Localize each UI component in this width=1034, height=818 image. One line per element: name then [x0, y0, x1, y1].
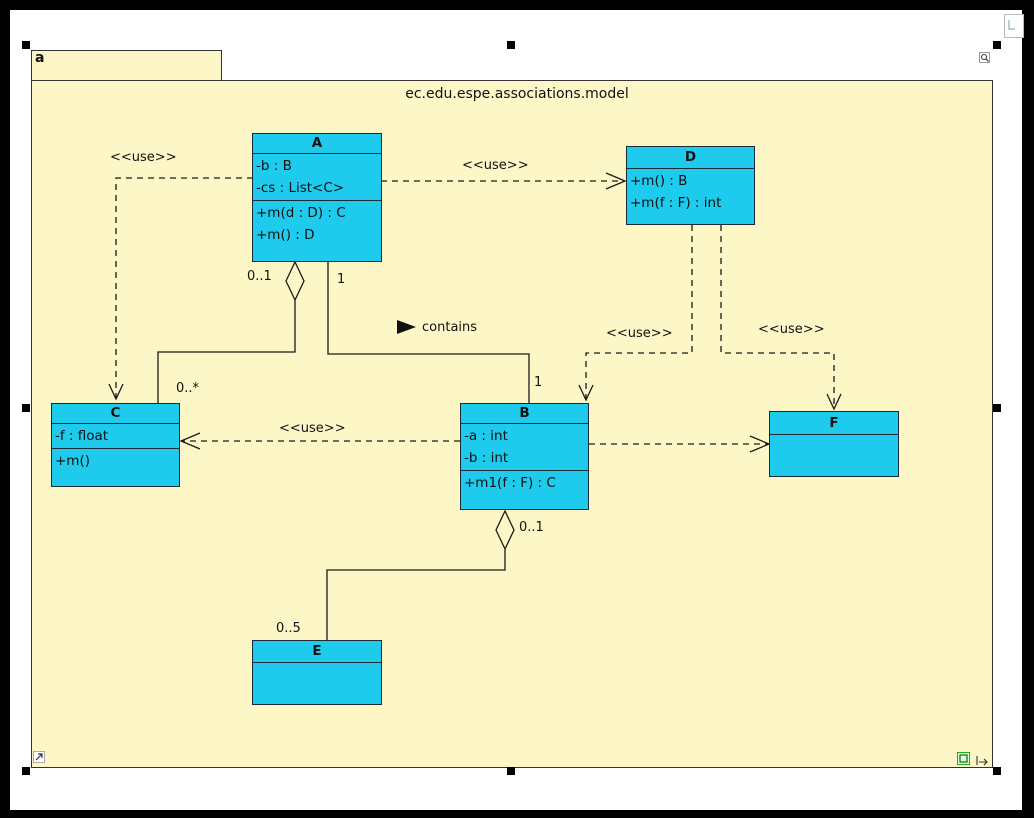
resize-handle-middle-left[interactable] [22, 404, 30, 412]
class-b-operations: +m1(f : F) : C [461, 471, 588, 495]
class-a[interactable]: A -b : B -cs : List<C> +m(d : D) : C +m(… [252, 133, 382, 262]
attribute: -b : B [256, 158, 292, 174]
class-e-body [253, 663, 381, 673]
package-tab[interactable]: a [31, 50, 222, 80]
resize-handle-top-left[interactable] [22, 41, 30, 49]
aggregation-line-a-c [157, 300, 296, 403]
multiplicity-b: 1 [534, 375, 543, 390]
use-line-d-b [585, 225, 693, 399]
class-f[interactable]: F [769, 411, 899, 477]
use-line-d-f [720, 225, 835, 408]
attribute: -a : int [464, 428, 508, 444]
use-arrowhead-d-f [826, 393, 842, 411]
link-arrow-icon[interactable] [33, 751, 45, 763]
aggregation-diamond-b [495, 509, 515, 551]
class-d-name: D [627, 147, 754, 169]
fit-icon[interactable] [957, 752, 970, 765]
use-label-a-d: <<use>> [462, 158, 529, 173]
use-label-d-b: <<use>> [606, 326, 673, 341]
resize-handle-top-center[interactable] [507, 41, 515, 49]
association-line-a-b [327, 262, 530, 403]
resize-handle-middle-right[interactable] [993, 404, 1001, 412]
resize-handle-bottom-left[interactable] [22, 767, 30, 775]
class-e-name: E [253, 641, 381, 663]
use-label-d-f: <<use>> [758, 322, 825, 337]
class-b[interactable]: B -a : int -b : int +m1(f : F) : C [460, 403, 589, 510]
class-d-operations: +m() : B +m(f : F) : int [627, 169, 754, 215]
class-a-operations: +m(d : D) : C +m() : D [253, 201, 381, 247]
class-b-attributes: -a : int -b : int [461, 424, 588, 471]
resize-handle-bottom-center[interactable] [507, 767, 515, 775]
multiplicity-b-aggregation: 0..1 [519, 520, 544, 535]
operation: +m() [55, 453, 90, 469]
use-arrowhead-d-b [578, 384, 594, 402]
class-c-name: C [52, 404, 179, 424]
class-d[interactable]: D +m() : B +m(f : F) : int [626, 146, 755, 225]
package-tab-label: a [35, 50, 45, 66]
multiplicity-a-aggregation: 0..1 [247, 269, 272, 284]
use-line-a-c [115, 177, 253, 398]
operation: +m() : B [630, 173, 688, 189]
use-arrowhead-a-c [108, 383, 124, 401]
attribute: -f : float [55, 428, 109, 444]
multiplicity-e: 0..5 [276, 621, 301, 636]
use-arrowhead-b-c [179, 432, 201, 450]
attribute: -cs : List<C> [256, 180, 345, 196]
class-c[interactable]: C -f : float +m() [51, 403, 180, 487]
class-a-name: A [253, 134, 381, 154]
contains-label: contains [422, 320, 478, 335]
package-name: ec.edu.espe.associations.model [405, 86, 629, 102]
operation: +m(d : D) : C [256, 205, 346, 221]
class-c-operations: +m() [52, 449, 179, 473]
operation: +m1(f : F) : C [464, 475, 556, 491]
aggregation-diamond-a [285, 260, 305, 302]
multiplicity-c: 0..* [176, 381, 200, 396]
resize-grip-icon[interactable] [975, 752, 989, 766]
operation: +m() : D [256, 227, 315, 243]
class-f-body [770, 435, 898, 445]
class-c-attributes: -f : float [52, 424, 179, 449]
resize-handle-bottom-right[interactable] [993, 767, 1001, 775]
class-a-attributes: -b : B -cs : List<C> [253, 154, 381, 201]
multiplicity-a-association: 1 [337, 272, 346, 287]
class-b-name: B [461, 404, 588, 424]
document-icon[interactable] [1004, 14, 1024, 38]
use-arrowhead-a-d [605, 172, 627, 190]
class-e[interactable]: E [252, 640, 382, 705]
attribute: -b : int [464, 450, 509, 466]
aggregation-line-b-e [326, 549, 506, 640]
class-f-name: F [770, 412, 898, 435]
use-label-b-c: <<use>> [279, 421, 346, 436]
resize-handle-top-right[interactable] [993, 41, 1001, 49]
operation: +m(f : F) : int [630, 195, 722, 211]
use-label-a-c: <<use>> [110, 150, 177, 165]
zoom-icon[interactable] [979, 52, 990, 63]
contains-direction-icon [397, 320, 416, 334]
